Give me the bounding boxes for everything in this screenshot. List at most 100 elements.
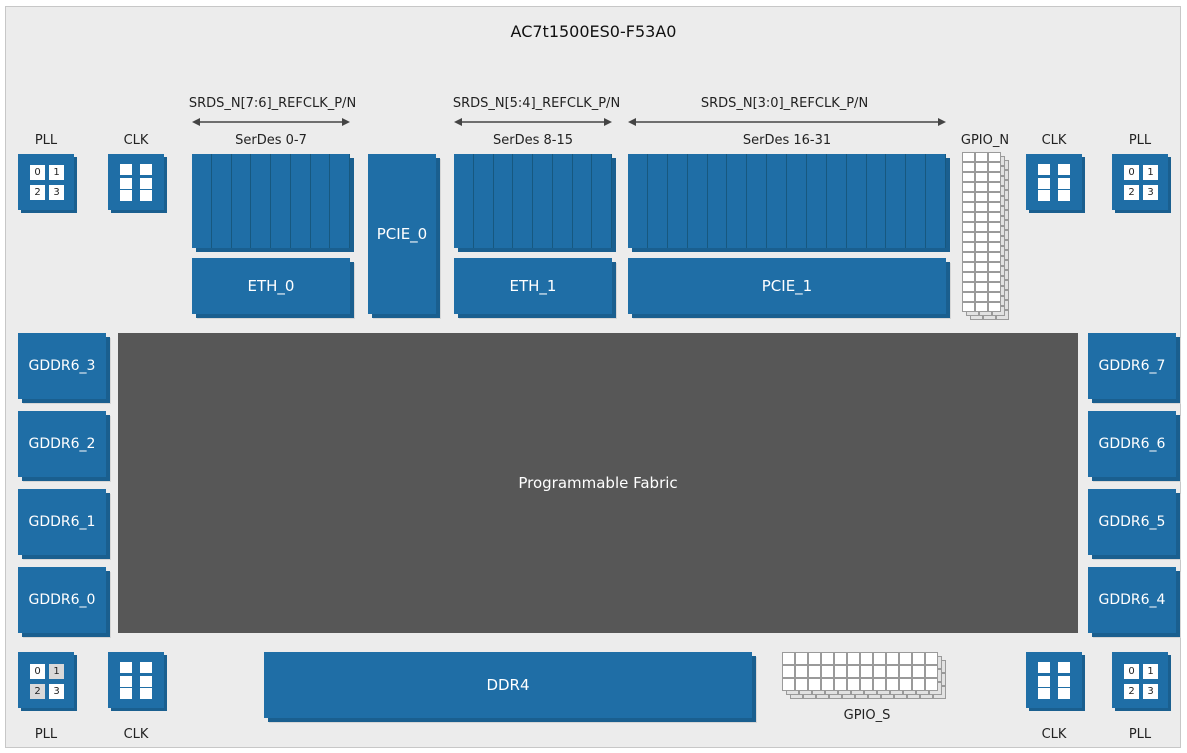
gddr6-7-block: GDDR6_7	[1088, 333, 1176, 399]
gpio-cell	[795, 678, 808, 691]
gpio-cell	[975, 182, 988, 192]
clk-block-bottom-left	[108, 652, 164, 708]
serdes-lane	[290, 154, 311, 248]
clk-block-bottom-right	[1026, 652, 1082, 708]
serdes-lane	[454, 154, 474, 248]
gpio-cell	[962, 302, 975, 312]
pll-label-bottom-left: PLL	[34, 727, 58, 742]
serdes-lane	[687, 154, 708, 248]
refclk-label-3-0: SRDS_N[3:0]_REFCLK_P/N	[700, 96, 869, 111]
serdes-lane	[806, 154, 827, 248]
gpio-cell	[988, 282, 1001, 292]
gpio-cell	[962, 242, 975, 252]
gpio-cell	[988, 302, 1001, 312]
pll-cell-1: 1	[49, 664, 64, 679]
gpio-cell	[808, 678, 821, 691]
gpio-cell	[975, 272, 988, 282]
gpio-cell	[988, 252, 1001, 262]
pll-cell-3: 3	[49, 185, 64, 200]
pll-cell-3: 3	[1143, 185, 1158, 200]
gpio-n-block	[962, 152, 1012, 322]
gpio-s-label: GPIO_S	[843, 708, 891, 723]
serdes-lane	[231, 154, 252, 248]
gddr6-6-block: GDDR6_6	[1088, 411, 1176, 477]
gpio-cell	[821, 678, 834, 691]
gpio-cell	[962, 262, 975, 272]
gddr6-4-block: GDDR6_4	[1088, 567, 1176, 633]
clk-label-bottom-right: CLK	[1041, 727, 1067, 742]
gpio-cell	[988, 272, 1001, 282]
serdes-lane	[826, 154, 847, 248]
pll-cell-1: 1	[1143, 664, 1158, 679]
gpio-cell	[975, 222, 988, 232]
gpio-cell	[899, 652, 912, 665]
gpio-cell	[988, 222, 1001, 232]
serdes-lane	[592, 154, 612, 248]
gddr6-0-block: GDDR6_0	[18, 567, 106, 633]
serdes-lane	[707, 154, 728, 248]
serdes-lane	[473, 154, 494, 248]
gpio-cell	[912, 652, 925, 665]
serdes-16-31-block	[628, 154, 946, 248]
gpio-cell	[899, 678, 912, 691]
gpio-cell	[975, 202, 988, 212]
gpio-cell	[795, 665, 808, 678]
serdes-lane	[493, 154, 514, 248]
gpio-cell	[808, 652, 821, 665]
gpio-cell	[962, 192, 975, 202]
refclk-arrow-3-0	[628, 118, 946, 126]
gpio-cell	[975, 252, 988, 262]
programmable-fabric: Programmable Fabric	[118, 333, 1078, 633]
gpio-cell	[925, 678, 938, 691]
gpio-cell	[962, 232, 975, 242]
serdes-label-0-7: SerDes 0-7	[235, 133, 307, 148]
serdes-lane	[647, 154, 668, 248]
pll-block-top-left: 0 1 2 3	[18, 154, 74, 210]
gpio-cell	[975, 292, 988, 302]
gpio-cell	[988, 292, 1001, 302]
serdes-lane	[787, 154, 807, 248]
serdes-lane	[667, 154, 688, 248]
gpio-cell	[782, 665, 795, 678]
serdes-lane	[513, 154, 533, 248]
gpio-cell	[988, 162, 1001, 172]
pll-block-bottom-right: 0 1 2 3	[1112, 652, 1168, 708]
serdes-8-15-block	[454, 154, 612, 248]
gpio-cell	[962, 212, 975, 222]
gpio-cell	[975, 172, 988, 182]
gpio-cell	[988, 262, 1001, 272]
serdes-label-16-31: SerDes 16-31	[742, 133, 832, 148]
pll-cell-0: 0	[1124, 165, 1139, 180]
pll-block-top-right: 0 1 2 3	[1112, 154, 1168, 210]
gpio-cell	[975, 152, 988, 162]
gpio-cell	[873, 665, 886, 678]
gpio-n-label: GPIO_N	[960, 133, 1010, 148]
gpio-cell	[821, 665, 834, 678]
gpio-cell	[962, 222, 975, 232]
serdes-lane	[846, 154, 867, 248]
gpio-cell	[988, 152, 1001, 162]
serdes-lane	[747, 154, 768, 248]
gpio-cell	[988, 242, 1001, 252]
gpio-cell	[975, 162, 988, 172]
gpio-cell	[975, 192, 988, 202]
gpio-cell	[782, 652, 795, 665]
gpio-s-block	[782, 652, 952, 702]
serdes-lane	[251, 154, 271, 248]
pll-label-top-left: PLL	[34, 133, 58, 148]
refclk-label-5-4: SRDS_N[5:4]_REFCLK_P/N	[452, 96, 621, 111]
gpio-cell	[912, 678, 925, 691]
gpio-cell	[886, 678, 899, 691]
gpio-cell	[988, 232, 1001, 242]
ddr4-block: DDR4	[264, 652, 752, 718]
gpio-cell	[975, 262, 988, 272]
serdes-lane	[767, 154, 787, 248]
refclk-arrow-5-4	[454, 118, 612, 126]
gpio-cell	[860, 678, 873, 691]
device-title: AC7t1500ES0-F53A0	[510, 22, 677, 41]
gpio-cell	[962, 202, 975, 212]
serdes-lane	[552, 154, 573, 248]
pll-cell-0: 0	[30, 165, 45, 180]
gpio-cell	[821, 652, 834, 665]
gpio-cell	[782, 678, 795, 691]
